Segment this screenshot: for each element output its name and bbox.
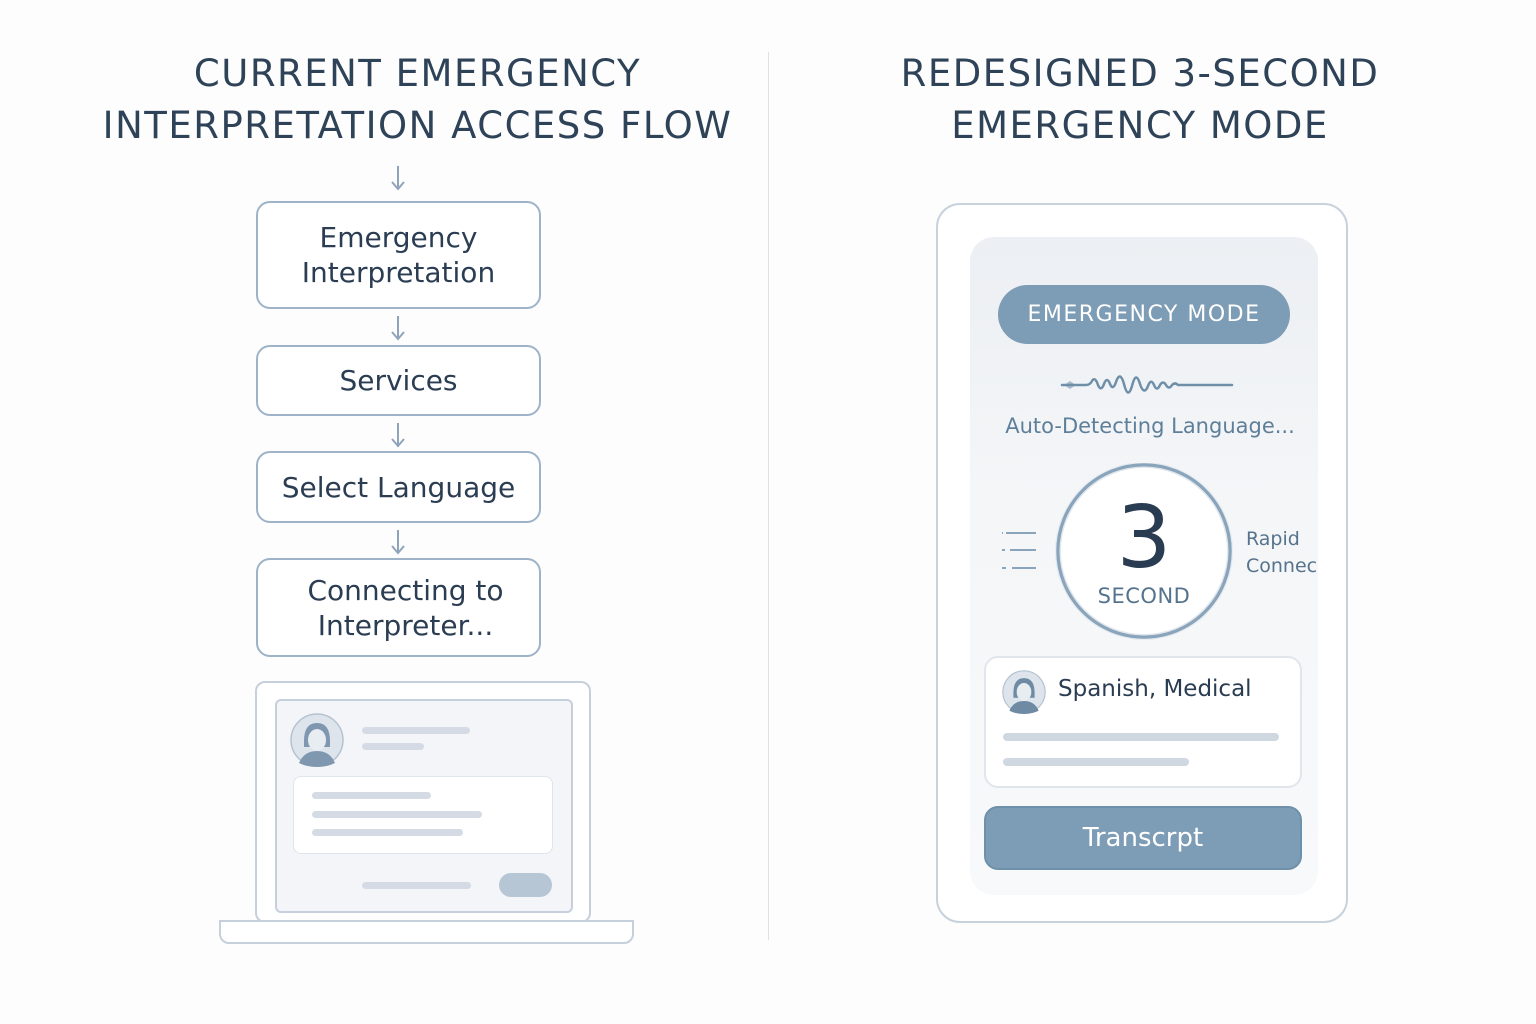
placeholder-bar <box>362 727 470 734</box>
left-title-line-2: INTERPRETATION ACCESS FLOW <box>102 104 733 147</box>
countdown-value: 3 <box>1116 488 1172 588</box>
placeholder-bar <box>312 829 463 836</box>
flow-step-label: Emergency <box>319 221 478 254</box>
rapid-connect-label: Rapid Connec <box>1246 526 1317 580</box>
placeholder-bar <box>312 811 482 818</box>
down-arrow-icon <box>391 530 405 555</box>
left-title-line-1: CURRENT EMERGENCY <box>193 52 642 95</box>
placeholder-bar <box>1003 758 1189 766</box>
laptop-action-button[interactable] <box>499 873 552 897</box>
emergency-mode-button[interactable]: EMERGENCY MODE <box>998 285 1290 344</box>
flow-step-label: Interpreter... <box>317 608 494 642</box>
side-label-line-2: Connec <box>1246 555 1318 577</box>
waveform-icon <box>1060 375 1234 394</box>
interpreter-language-label: Spanish, Medical <box>1058 676 1252 702</box>
countdown-ring-icon <box>1055 463 1233 640</box>
down-arrow-icon <box>391 423 405 448</box>
side-label-line-1: Rapid <box>1246 528 1300 550</box>
flow-step-services[interactable]: Services <box>256 345 541 416</box>
placeholder-bar <box>1003 733 1279 741</box>
flow-step-label: Services <box>339 364 458 397</box>
transcript-button[interactable]: Transcrpt <box>984 806 1302 870</box>
flow-step-connecting[interactable]: Connecting to Interpreter... <box>256 558 541 657</box>
placeholder-bar <box>362 882 471 889</box>
panel-divider <box>768 52 769 940</box>
placeholder-bar <box>362 743 424 750</box>
flow-step-label: Select Language <box>281 470 516 504</box>
list-lines-icon <box>1002 532 1036 569</box>
down-arrow-icon <box>391 166 405 191</box>
auto-detect-status: Auto-Detecting Language... <box>1005 414 1295 438</box>
right-title: REDESIGNED 3-SECOND EMERGENCY MODE <box>860 48 1420 152</box>
laptop-base <box>219 920 634 944</box>
flow-step-label: Interpretation <box>301 256 496 289</box>
person-avatar-icon <box>1002 670 1046 714</box>
right-title-line-2: EMERGENCY MODE <box>951 104 1329 147</box>
left-title: CURRENT EMERGENCY INTERPRETATION ACCESS … <box>60 48 775 152</box>
person-avatar-icon <box>290 713 344 767</box>
flow-step-emergency-interpretation[interactable]: Emergency Interpretation <box>256 201 541 309</box>
countdown-unit: SECOND <box>1097 584 1191 608</box>
flow-step-label: Connecting to <box>307 573 504 607</box>
down-arrow-icon <box>391 316 405 341</box>
flow-step-select-language[interactable]: Select Language <box>256 451 541 523</box>
right-title-line-1: REDESIGNED 3-SECOND <box>900 52 1380 95</box>
placeholder-bar <box>312 792 431 799</box>
